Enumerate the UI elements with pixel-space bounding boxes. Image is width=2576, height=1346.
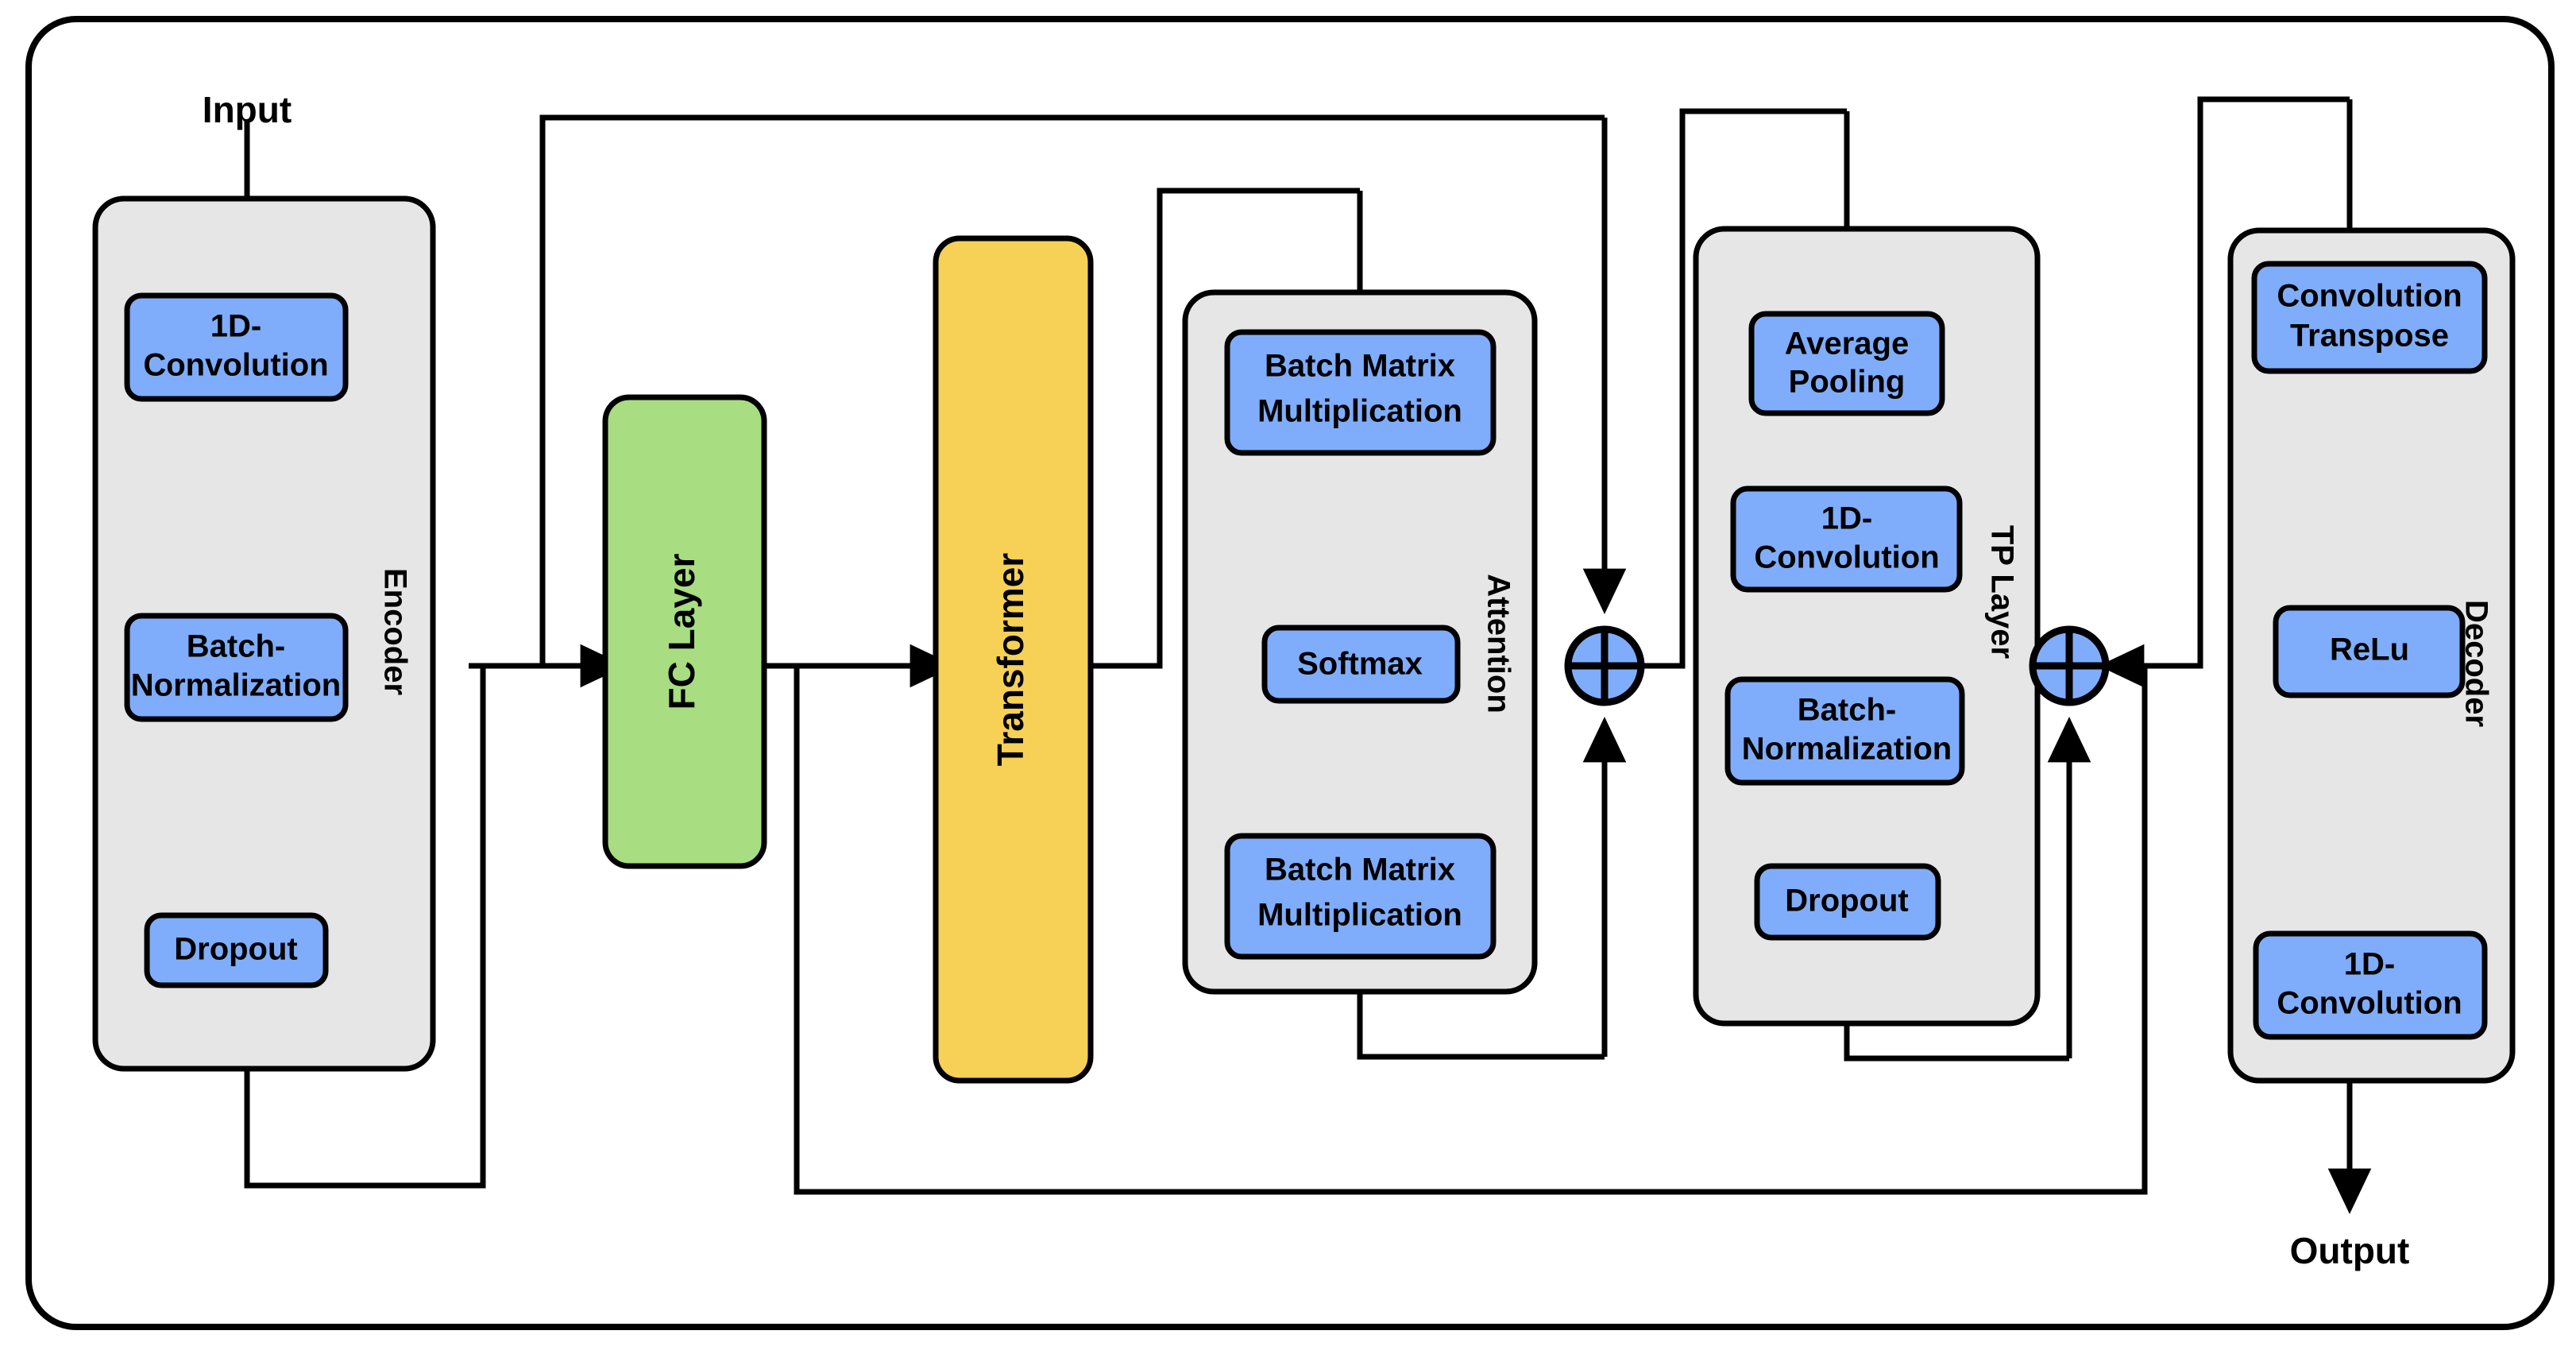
- attention-panel-label: Attention: [1481, 574, 1516, 714]
- wire-sum1-to-tplayer: [1643, 108, 1847, 669]
- node-dec-conv-line2: Convolution: [2277, 986, 2462, 1021]
- node-enc-dropout[interactable]: [144, 912, 329, 988]
- node-enc-conv-line1: 1D-: [210, 309, 261, 344]
- node-att-bmm1-line1: Batch Matrix: [1265, 349, 1455, 384]
- node-dec-convtrans-line1: Convolution: [2277, 279, 2462, 314]
- output-label: Output: [2290, 1230, 2410, 1271]
- plus-circle-icon: [1570, 631, 1639, 701]
- node-dec-convtrans[interactable]: [2251, 261, 2488, 374]
- node-dec-convtrans-line2: Transpose: [2290, 319, 2449, 354]
- node-att-bmm1-line2: Multiplication: [1257, 394, 1462, 429]
- node-enc-conv-line2: Convolution: [143, 348, 328, 383]
- node-tp-bn-line2: Normalization: [1742, 732, 1952, 767]
- plus-circle-icon: [2034, 631, 2104, 701]
- node-att-bmm2-line2: Multiplication: [1257, 898, 1462, 933]
- node-tp-conv-line2: Convolution: [1754, 540, 1939, 575]
- node-enc-conv[interactable]: [124, 292, 349, 402]
- node-tp-bn[interactable]: [1724, 676, 1965, 786]
- wire-top-skip-bus: [539, 114, 1605, 666]
- node-enc-bn[interactable]: [124, 613, 349, 722]
- node-tp-dropout-label: Dropout: [1785, 884, 1909, 919]
- sum-node-2[interactable]: [2029, 625, 2110, 706]
- fc-layer-group: FC Layer: [602, 394, 767, 869]
- wire-encoder-out-to-fc: [244, 666, 486, 1189]
- wire-fc-bottom-bus: [794, 666, 2148, 1195]
- node-att-softmax-label: Softmax: [1297, 647, 1423, 682]
- node-enc-bn-line2: Normalization: [131, 668, 341, 703]
- node-tp-avgpool-line2: Pooling: [1789, 365, 1906, 400]
- sum-node-1[interactable]: [1564, 625, 1645, 706]
- transformer-group: Transformer: [933, 235, 1094, 1084]
- node-att-bmm2[interactable]: [1224, 833, 1497, 960]
- attention-group: Batch Matrix Multiplication Softmax Batc…: [1224, 329, 1516, 960]
- tp-layer-panel: [1693, 226, 2041, 1027]
- node-tp-avgpool[interactable]: [1748, 311, 1945, 416]
- fc-layer-label: FC Layer: [661, 553, 702, 710]
- transformer-label: Transformer: [990, 553, 1031, 767]
- node-enc-dropout-label: Dropout: [174, 932, 298, 967]
- node-att-bmm1[interactable]: [1224, 329, 1497, 456]
- node-dec-relu-label: ReLu: [2330, 632, 2409, 667]
- node-tp-conv-line1: 1D-: [1821, 501, 1872, 536]
- wire-sum2-to-decoder: [2107, 96, 2350, 669]
- tp-layer-group: Average Pooling 1D- Convolution Batch- N…: [1724, 311, 2019, 941]
- node-tp-avgpool-line1: Average: [1785, 327, 1909, 362]
- decoder-group: Convolution Transpose ReLu 1D- Convoluti…: [2251, 261, 2493, 1040]
- node-tp-dropout[interactable]: [1754, 863, 1941, 941]
- node-tp-conv[interactable]: [1730, 485, 1963, 593]
- encoder-panel-label: Encoder: [377, 568, 412, 695]
- wire-transformer-to-attention: [1091, 188, 1360, 669]
- node-att-softmax[interactable]: [1261, 625, 1461, 704]
- node-enc-bn-line1: Batch-: [187, 629, 285, 664]
- node-transformer[interactable]: [933, 235, 1094, 1084]
- node-att-bmm2-line1: Batch Matrix: [1265, 853, 1455, 888]
- node-dec-relu[interactable]: [2273, 605, 2466, 698]
- tp-layer-panel-label: TP Layer: [1984, 525, 2019, 659]
- node-fc-layer[interactable]: [602, 394, 767, 869]
- node-dec-conv-line1: 1D-: [2344, 947, 2395, 982]
- decoder-panel-label: Decoder: [2458, 600, 2493, 727]
- encoder-group: 1D- Convolution Batch- Normalization Dro…: [124, 292, 412, 988]
- node-tp-bn-line1: Batch-: [1798, 693, 1896, 728]
- input-label: Input: [203, 89, 292, 130]
- node-dec-conv[interactable]: [2253, 930, 2488, 1040]
